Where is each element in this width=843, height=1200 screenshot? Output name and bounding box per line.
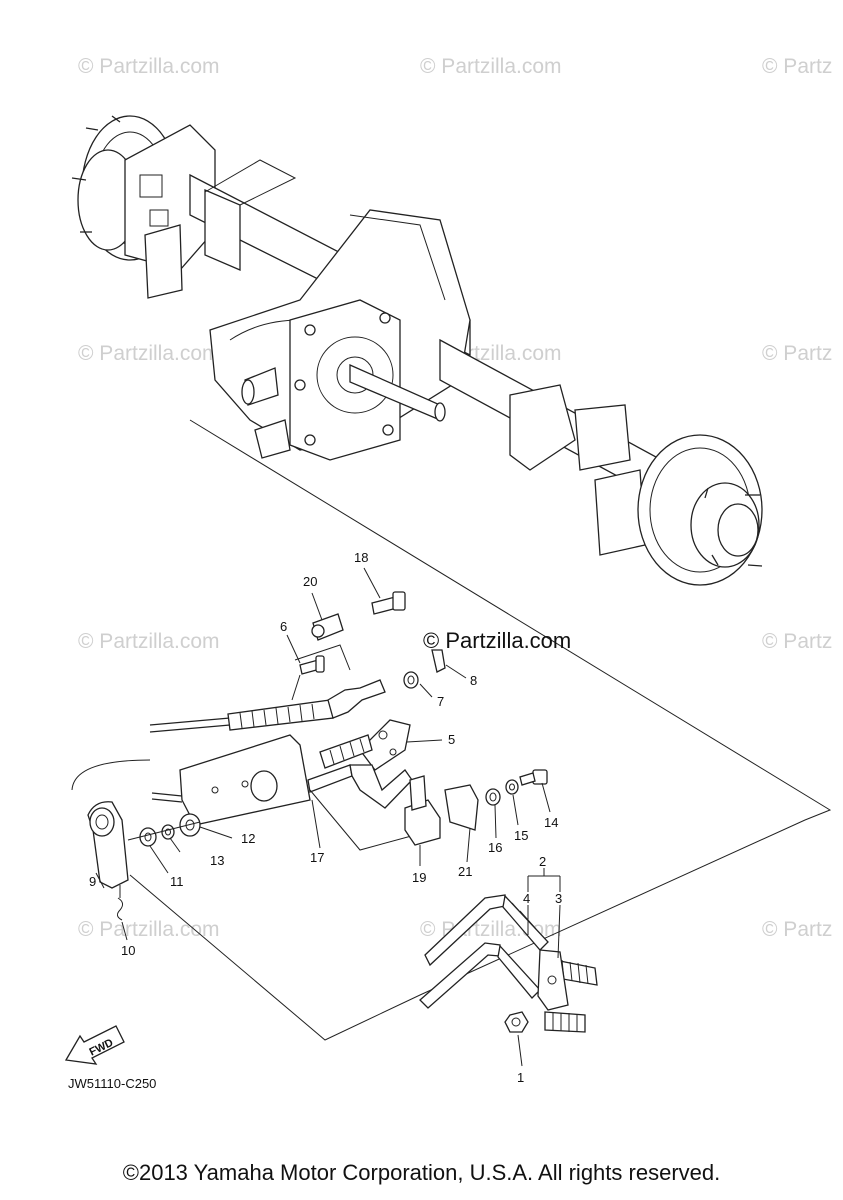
callout-8: 8 [470, 673, 477, 688]
callout-19: 19 [412, 870, 426, 885]
watermark: © Partz [762, 55, 833, 78]
fwd-arrow-icon: FWD [64, 1025, 125, 1065]
callout-20: 20 [303, 574, 317, 589]
callout-21: 21 [458, 864, 472, 879]
callout-2: 2 [539, 854, 546, 869]
callout-numbers: 1 2 3 4 5 6 7 8 9 10 11 12 13 14 15 16 1… [89, 550, 562, 1085]
callout-10: 10 [121, 943, 135, 958]
callout-15: 15 [514, 828, 528, 843]
leader-lines [95, 567, 561, 1067]
callout-7: 7 [437, 694, 444, 709]
callout-9: 9 [89, 874, 96, 889]
brand-watermark: © Partzilla.com [423, 628, 572, 653]
callout-4: 4 [523, 891, 530, 906]
callout-6: 6 [280, 619, 287, 634]
callout-12: 12 [241, 831, 255, 846]
copyright-footer: ©2013 Yamaha Motor Corporation, U.S.A. A… [122, 1160, 721, 1185]
callout-16: 16 [488, 840, 502, 855]
watermark: © Partzilla.com [78, 630, 220, 653]
watermark: © Partzilla.com [78, 342, 220, 365]
callout-3: 3 [555, 891, 562, 906]
callout-1: 1 [517, 1070, 524, 1085]
diagram-code: JW51110-C250 [68, 1076, 157, 1091]
watermark: © Partz [762, 630, 833, 653]
shift-linkage-parts [87, 591, 598, 1033]
watermark: © Partzilla.com [420, 55, 562, 78]
callout-13: 13 [210, 853, 224, 868]
watermark: © Partzilla.com [78, 918, 220, 941]
watermark: © Partzilla.com [78, 55, 220, 78]
callout-11: 11 [170, 874, 184, 889]
rear-axle-assembly [71, 115, 763, 586]
callout-5: 5 [448, 732, 455, 747]
callout-14: 14 [544, 815, 558, 830]
callout-17: 17 [310, 850, 324, 865]
watermark: © Partz [762, 918, 833, 941]
callout-18: 18 [354, 550, 368, 565]
watermark: © Partz [762, 342, 833, 365]
